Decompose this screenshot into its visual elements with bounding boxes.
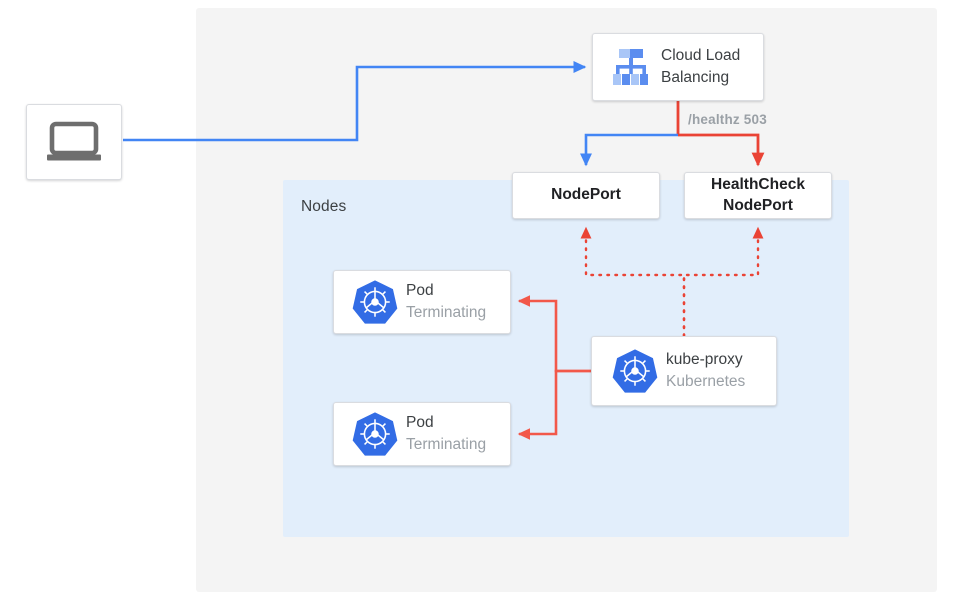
kube-proxy-label: kube-proxy: [666, 351, 743, 368]
pod-node-2[interactable]: Pod Terminating: [333, 402, 511, 466]
laptop-icon: [46, 120, 102, 164]
kube-proxy-node[interactable]: kube-proxy Kubernetes: [591, 336, 777, 406]
healthcheck-nodeport-label-line2: NodePort: [723, 196, 793, 214]
pod-1-status: Terminating: [406, 304, 487, 321]
healthcheck-nodeport-text: HealthCheck NodePort: [685, 175, 831, 215]
client-node[interactable]: [26, 104, 122, 180]
pod-1-text: Pod Terminating: [406, 280, 486, 324]
cloud-load-balancing-label-line2: Balancing: [661, 69, 730, 86]
kube-proxy-sublabel: Kubernetes: [666, 373, 746, 390]
kube-proxy-text: kube-proxy Kubernetes: [666, 349, 745, 393]
nodeport-node[interactable]: NodePort: [512, 172, 660, 219]
kubernetes-icon: [344, 403, 406, 465]
healthcheck-nodeport-node[interactable]: HealthCheck NodePort: [684, 172, 832, 219]
pod-2-text: Pod Terminating: [406, 412, 486, 456]
pod-2-label: Pod: [406, 414, 434, 431]
pod-node-1[interactable]: Pod Terminating: [333, 270, 511, 334]
cloud-load-balancing-text: Cloud Load Balancing: [661, 45, 740, 89]
pod-1-label: Pod: [406, 282, 434, 299]
nodes-group-label: Nodes: [301, 198, 347, 215]
cloud-load-balancing-icon: [601, 39, 661, 95]
healthcheck-nodeport-label-line1: HealthCheck: [711, 176, 805, 194]
cloud-load-balancing-label-line1: Cloud Load: [661, 47, 741, 64]
pod-2-status: Terminating: [406, 436, 487, 453]
kubernetes-icon: [604, 340, 666, 402]
cloud-load-balancing-node[interactable]: Cloud Load Balancing: [592, 33, 764, 101]
healthz-edge-label: /healthz 503: [688, 112, 767, 127]
kubernetes-icon: [344, 271, 406, 333]
nodeport-label: NodePort: [551, 186, 621, 204]
